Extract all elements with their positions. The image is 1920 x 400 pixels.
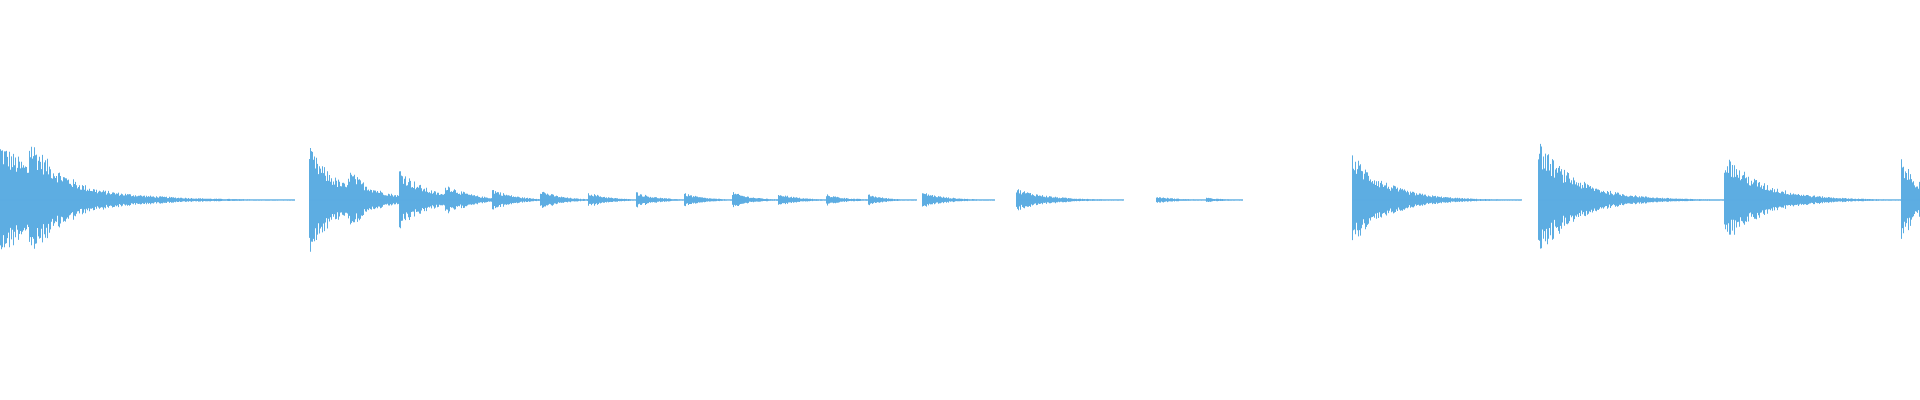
waveform-peaks bbox=[0, 143, 1920, 252]
